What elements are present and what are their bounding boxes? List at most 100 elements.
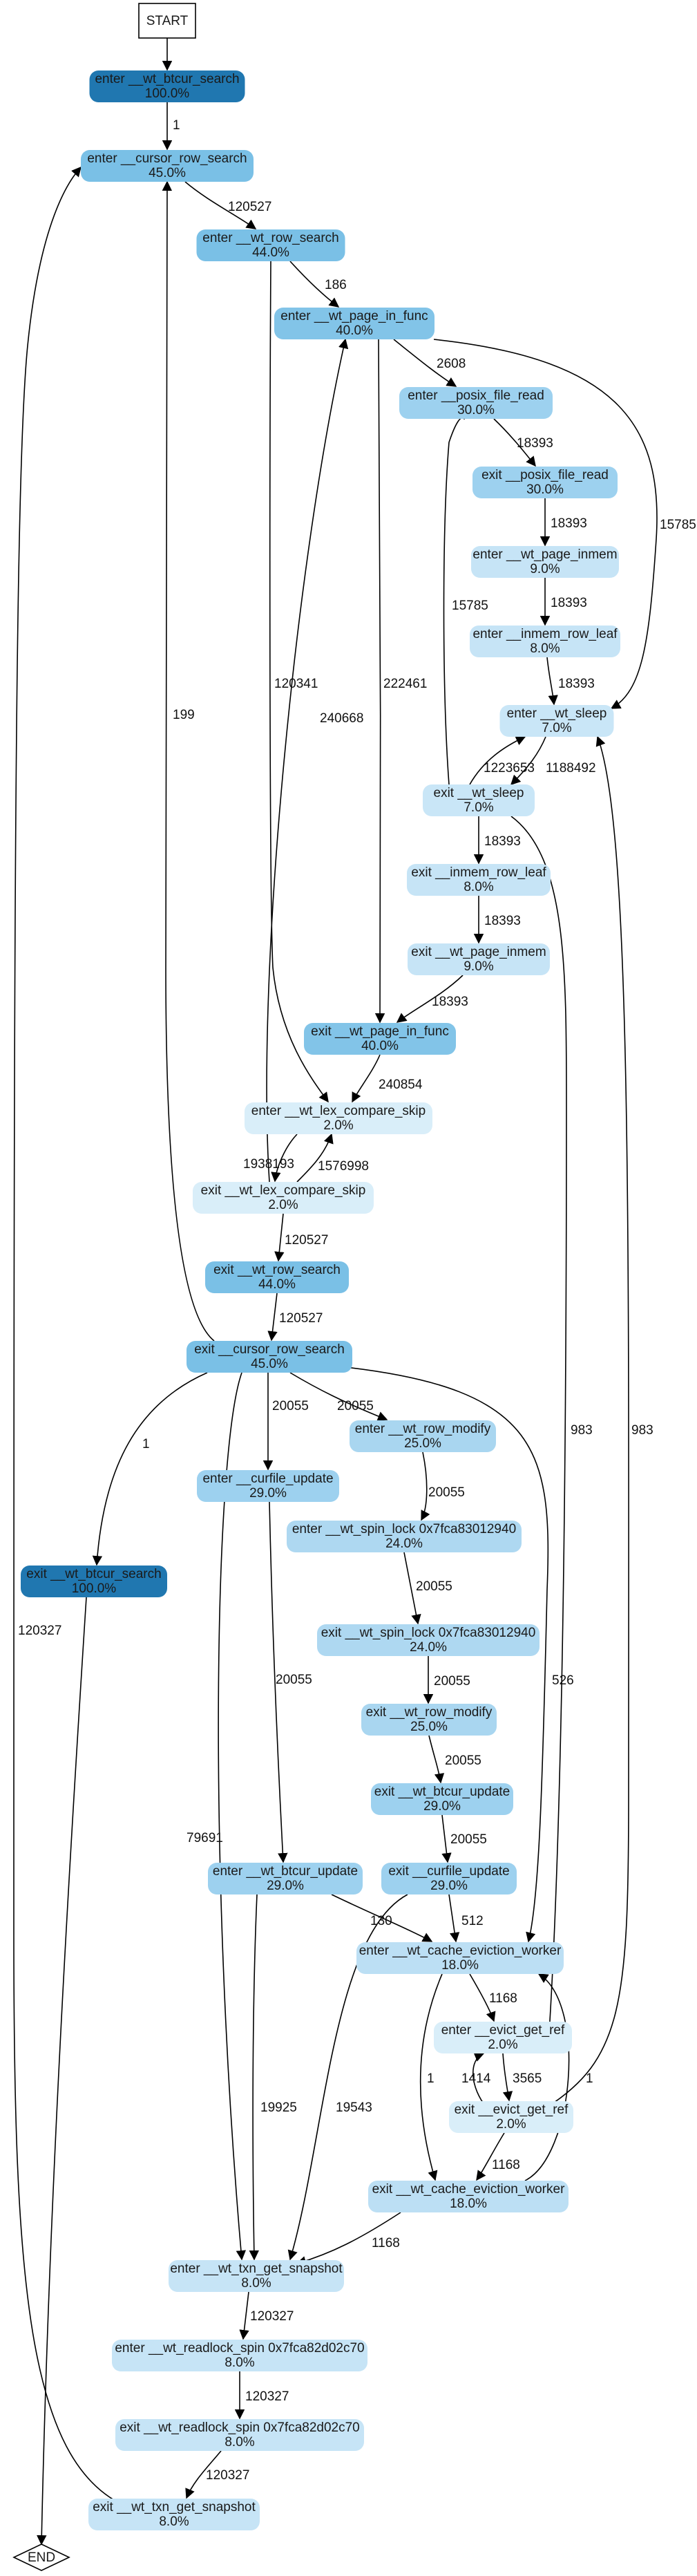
node-label: enter __wt_page_inmem [472,547,617,562]
node-label: enter __wt_row_modify [355,1422,491,1436]
edge-x_cursor_row_search-to-x_btcur_search [92,1372,208,1566]
node-percent: 2.0% [496,2117,526,2132]
node-label: exit __wt_page_in_func [311,1024,449,1039]
edge-label: 1 [142,1437,150,1451]
node-percent: 25.0% [410,1720,448,1734]
node-percent: 2.0% [488,2038,517,2052]
node-percent: 100.0% [72,1581,117,1596]
edge-label: 18393 [551,516,587,531]
node-label: exit __evict_get_ref [455,2103,569,2117]
node-percent: 45.0% [251,1357,288,1371]
edge-n_row_search-to-n_lex_compare_skip [269,261,329,1103]
edge-x_cursor_row_search-to-n_row_modify [289,1372,388,1421]
edge-label: 20055 [450,1832,487,1847]
edge-label: 222461 [383,677,427,691]
node-label: exit __wt_row_search [213,1263,341,1277]
node-percent: 29.0% [267,1879,304,1893]
edge-label: 18393 [517,436,553,451]
node-label: enter __wt_lex_compare_skip [251,1104,426,1118]
edge-label: 240854 [379,1078,423,1092]
node-label: enter __curfile_update [202,1472,333,1486]
edge-label: 79691 [187,1831,223,1845]
edge-label: 120327 [206,2468,249,2483]
node-percent: 100.0% [145,86,190,101]
node-label: exit __wt_btcur_update [374,1785,510,1799]
edge-n_page_in_func-to-n_posix_file_read [393,339,457,387]
node-percent: 30.0% [526,482,564,497]
node-percent: 8.0% [225,2435,254,2450]
node-n-readlock-spin: enter __wt_readlock_spin 0x7fca82d02c708… [112,2340,367,2371]
edge-n_sleep-to-x_sleep [510,736,546,786]
node-label: exit __wt_sleep [434,786,524,800]
edge-label: 20055 [272,1399,309,1413]
edge-label: 120327 [18,1624,61,1638]
edge-n_evict_get_ref-to-x_evict_get_ref [502,2053,513,2102]
node-percent: 8.0% [464,880,493,894]
edge-label: 120327 [250,2309,294,2324]
node-label: exit __cursor_row_search [194,1342,345,1357]
node-percent: 40.0% [336,323,373,338]
node-percent: 30.0% [457,403,495,417]
node-label: exit __wt_page_inmem [411,945,546,959]
node-percent: 29.0% [249,1486,287,1501]
node-percent: 8.0% [159,2514,189,2529]
node-percent: 18.0% [441,1958,479,1973]
node-start: START [138,3,196,39]
edge-x_cache_eviction_worker-to-n_cache_eviction_worker [524,1973,570,2181]
edge-label: 120527 [228,200,271,214]
node-label: enter __wt_sleep [507,706,607,721]
node-label: enter __wt_readlock_spin 0x7fca82d02c70 [115,2341,364,2356]
node-label: enter __wt_spin_lock 0x7fca83012940 [292,1522,516,1536]
edge-x_sleep-to-n_sleep [469,735,526,785]
node-percent: 44.0% [252,245,289,260]
edge-label: 18393 [551,596,587,610]
node-percent: 45.0% [149,166,186,180]
edge-label: 3565 [513,2071,542,2086]
node-label: exit __curfile_update [388,1864,509,1879]
edge-n_cache_eviction_worker-to-x_cache_eviction_worker [419,1973,443,2181]
edge-x_cursor_row_search-to-n_cursor_row_search [162,180,215,1342]
edge-x_sleep-to-n_posix_file_read [443,408,465,785]
edge-x_row_search-to-x_cursor_row_search [267,1292,278,1342]
edge-label: 983 [571,1423,593,1438]
edge-label: 18393 [484,834,521,849]
node-label: enter __cursor_row_search [87,151,247,166]
node-label: enter __posix_file_read [408,388,544,403]
edge-label: 130 [370,1914,392,1928]
node-percent: 7.0% [542,721,571,735]
edge-n_row_modify-to-n_spin_lock [421,1451,430,1521]
edge-x_page_inmem-to-x_page_in_func [396,975,464,1023]
edge-label: 19543 [336,2100,372,2115]
edge-n_btcur_update-to-n_cache_eviction_worker [331,1894,433,1942]
node-percent: 9.0% [530,562,560,576]
edge-label: 1168 [489,1991,517,2006]
edge-x_lex_compare_skip-to-x_row_search [274,1213,285,1262]
edge-n_row_search-to-n_page_in_func [289,261,340,308]
edge-label: 1 [427,2071,435,2086]
edge-x_sleep-to-n_evict_get_ref [510,816,567,2046]
edge-n_btcur_update-to-n_txn_get_snapshot [249,1894,259,2261]
node-percent: 24.0% [410,1640,447,1655]
edge-n_txn_get_snapshot-to-n_readlock_spin [239,2291,249,2340]
node-percent: 24.0% [385,1536,423,1551]
node-label: enter __evict_get_ref [441,2023,565,2038]
node-label: exit __wt_readlock_spin 0x7fca82d02c70 [120,2420,360,2435]
node-label: enter __wt_page_in_func [280,309,428,323]
edge-label: 15785 [452,599,488,613]
edge-x_cursor_row_search-to-n_txn_get_snapshot [218,1372,247,2261]
